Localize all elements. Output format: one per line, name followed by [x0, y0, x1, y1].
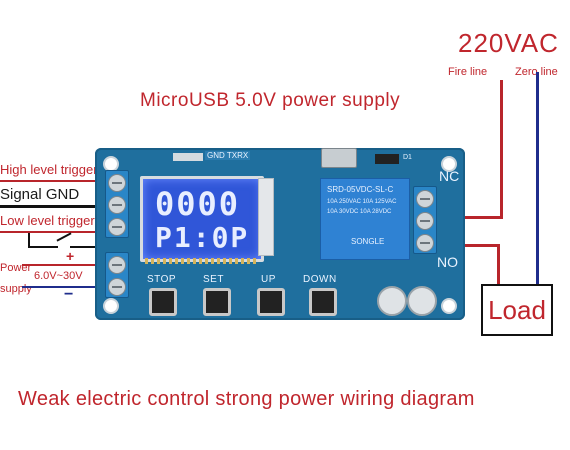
- screw-power-plus[interactable]: [108, 256, 126, 274]
- lcd-line-2: P1:0P: [155, 221, 250, 254]
- micro-usb-port[interactable]: [321, 148, 357, 168]
- switch-wire-bottom-left: [28, 246, 58, 248]
- mount-hole-bottom-right: [441, 298, 457, 314]
- supply-label: supply: [0, 283, 32, 295]
- plus-label: +: [66, 248, 75, 264]
- switch-wire-bottom-right: [70, 246, 110, 248]
- up-button[interactable]: [257, 288, 285, 316]
- zero-line-wire: [536, 72, 539, 286]
- switch-wire-left: [28, 233, 30, 247]
- power-supply-title: MicroUSB 5.0V power supply: [140, 90, 401, 111]
- lcd-side-panel: [258, 178, 274, 256]
- switch-blade: [56, 232, 72, 242]
- relay: SRD-05VDC-SL-C 10A 250VAC 10A 125VAC 10A…: [320, 178, 410, 260]
- lcd-pins: [145, 258, 257, 264]
- screw-relay-nc[interactable]: [416, 190, 434, 208]
- button-up-label: UP: [261, 274, 276, 285]
- capacitor-left: [377, 286, 407, 316]
- fire-line-wire-to-relay: [438, 216, 503, 219]
- button-set-label: SET: [203, 274, 224, 285]
- signal-gnd-wire: [0, 205, 112, 208]
- relay-nc-label: NC: [439, 168, 460, 184]
- button-stop-label: STOP: [147, 274, 177, 285]
- screw-relay-com[interactable]: [416, 212, 434, 230]
- timer-relay-board: GND TXRX D1 0000 P1:0P SRD-05VDC-SL-C 10…: [95, 148, 465, 320]
- relay-brand: SONGLE: [351, 237, 385, 246]
- high-level-trigger-label: High level trigger: [0, 162, 98, 177]
- diode-label: D1: [403, 154, 412, 161]
- relay-spec-1: 10A 250VAC 10A 125VAC: [327, 199, 397, 205]
- relay-no-label: NO: [437, 254, 458, 270]
- relay-spec-2: 10A 30VDC 10A 28VDC: [327, 209, 392, 215]
- relay-model: SRD-05VDC-SL-C: [327, 185, 394, 194]
- power-minus-wire: [22, 286, 112, 288]
- lcd-display: 0000 P1:0P: [140, 176, 264, 262]
- capacitor-right: [407, 286, 437, 316]
- signal-gnd-label: Signal GND: [0, 186, 80, 203]
- power-plus-wire: [22, 264, 112, 266]
- stop-button[interactable]: [149, 288, 177, 316]
- load-label: Load: [488, 294, 546, 325]
- header-pins: [173, 153, 203, 161]
- mount-hole-bottom-left: [103, 298, 119, 314]
- screw-signal-gnd[interactable]: [108, 196, 126, 214]
- load-box: Load: [481, 284, 553, 336]
- screw-low-trigger[interactable]: [108, 218, 126, 236]
- screw-power-minus[interactable]: [108, 278, 126, 296]
- minus-label: −: [64, 286, 74, 303]
- no-wire-to-load: [497, 244, 500, 286]
- voltage-label: 220VAC: [458, 28, 559, 58]
- fire-line-label: Fire line: [448, 66, 488, 78]
- diagram-caption: Weak electric control strong power wirin…: [18, 388, 475, 410]
- set-button[interactable]: [203, 288, 231, 316]
- diode: [375, 154, 399, 164]
- button-down-label: DOWN: [303, 274, 337, 285]
- low-trigger-wire: [0, 231, 112, 233]
- mount-hole-top-right: [441, 156, 457, 172]
- screw-high-trigger[interactable]: [108, 174, 126, 192]
- lcd-line-1: 0000: [155, 185, 241, 223]
- low-level-trigger-label: Low level trigger: [0, 213, 95, 228]
- screw-relay-no[interactable]: [416, 234, 434, 252]
- high-trigger-wire: [0, 180, 112, 182]
- header-silk-label: GND TXRX: [205, 151, 251, 160]
- no-wire-horizontal: [438, 244, 500, 247]
- down-button[interactable]: [309, 288, 337, 316]
- voltage-range-label: 6.0V~30V: [34, 270, 83, 282]
- fire-line-wire-vertical: [500, 80, 503, 218]
